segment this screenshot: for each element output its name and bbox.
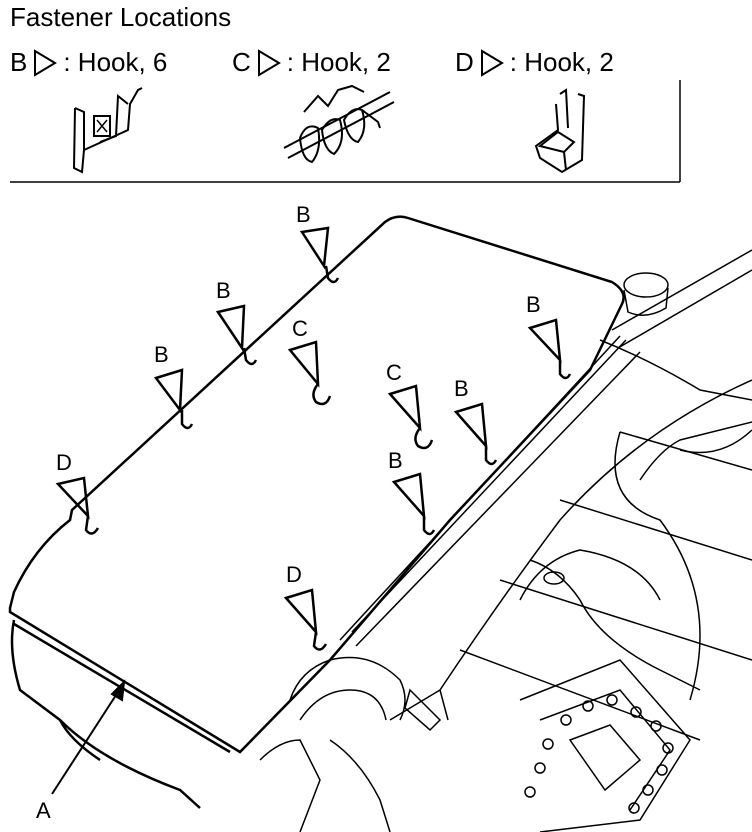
legend-letter-b: B: [10, 47, 28, 77]
legend-letter-c: C: [232, 47, 251, 77]
callout-b4: B: [526, 292, 541, 317]
fastener-b1: [299, 226, 340, 284]
legend-item-c: C : Hook, 2: [232, 47, 391, 78]
callout-b2: B: [216, 278, 231, 303]
legend-text-c: : Hook, 2: [286, 47, 391, 77]
callout-b1: B: [296, 202, 311, 227]
fastener-b6: [391, 472, 436, 536]
callout-b6: B: [388, 448, 403, 473]
callout-c1: C: [292, 316, 308, 341]
fastener-b4: [527, 318, 572, 380]
fastener-c2: [387, 384, 434, 450]
fastener-b5: [453, 402, 498, 466]
leader-a: [51, 679, 126, 795]
housing-bolt-holes: [524, 694, 674, 814]
legend-item-b: B : Hook, 6: [10, 47, 167, 78]
triangle-right-icon: [257, 48, 281, 77]
hook-b-illustration: [72, 87, 143, 174]
callout-c2: C: [386, 360, 402, 385]
fastener-c1: [287, 340, 332, 406]
callout-b5: B: [454, 376, 469, 401]
callout-d2: D: [286, 562, 302, 587]
fastener-d1: [55, 476, 100, 535]
triangle-right-icon: [34, 48, 58, 77]
fastener-b3: [153, 368, 194, 430]
triangle-right-icon: [480, 48, 504, 77]
legend-box: [10, 80, 681, 183]
fastener-d2: [283, 588, 328, 651]
cover-panel: [8, 215, 625, 809]
figure-title: Fastener Locations: [10, 2, 232, 32]
hook-c-illustration: [283, 84, 395, 164]
legend-letter-d: D: [455, 47, 474, 77]
legend-text-d: : Hook, 2: [509, 47, 614, 77]
hook-d-illustration: [534, 88, 586, 174]
fastener-b2: [215, 304, 258, 366]
callout-d1: D: [56, 450, 72, 475]
legend-item-d: D : Hook, 2: [455, 47, 614, 78]
floor-structure: [259, 249, 752, 832]
callout-b3: B: [154, 342, 169, 367]
callout-a: A: [36, 798, 51, 823]
legend-text-b: : Hook, 6: [63, 47, 168, 77]
